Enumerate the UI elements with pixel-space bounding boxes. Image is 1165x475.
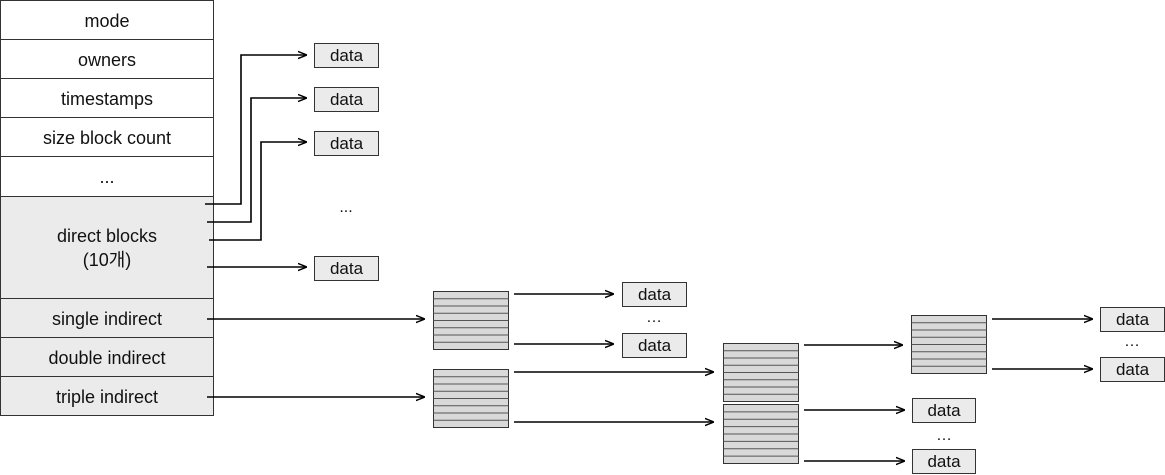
- inode-label-double-indirect: double indirect: [48, 348, 165, 368]
- direct-arrow-3: [209, 142, 306, 241]
- inode-cell-size-block-count: [0, 117, 214, 157]
- inode-label-timestamps: timestamps: [61, 89, 153, 109]
- ellipsis-small: …: [1124, 333, 1140, 350]
- data-block-label: data: [330, 259, 364, 278]
- data-block: [314, 87, 379, 112]
- direct-arrow-2: [207, 98, 306, 223]
- inode-cell-triple-indirect: [0, 376, 214, 416]
- direct-pointer-lines: [205, 55, 306, 267]
- inode-label-direct-blocks-count: (10개): [83, 250, 132, 270]
- direct-ellipsis: ...: [339, 199, 352, 216]
- data-block-label: data: [638, 336, 672, 355]
- inode-cell-direct-blocks: [0, 196, 214, 299]
- data-block-label: data: [330, 46, 364, 65]
- inode-label-ellipsis: ...: [99, 167, 114, 187]
- data-block-label: data: [330, 134, 364, 153]
- direct-data-blocks: data data data ... data: [314, 43, 379, 281]
- data-block-label: data: [927, 452, 961, 471]
- data-block: [622, 333, 687, 358]
- inode-cell-timestamps: [0, 78, 214, 118]
- indirect-data-blocks: data … data data … data data … data: [622, 282, 1165, 474]
- direct-arrow-1: [205, 55, 306, 205]
- index-blocks: [433, 291, 987, 464]
- data-block: [314, 43, 379, 68]
- ellipsis-small: …: [936, 427, 952, 444]
- triple-indirect-index-block: [433, 369, 509, 428]
- data-block-label: data: [927, 401, 961, 420]
- inode-label-owners: owners: [78, 50, 136, 70]
- index-block: [723, 404, 799, 464]
- data-block: [1100, 357, 1165, 382]
- inode-label-mode: mode: [84, 11, 129, 31]
- inode-cell-owners: [0, 39, 214, 79]
- data-block-label: data: [1116, 360, 1150, 379]
- index-block: [723, 343, 799, 402]
- data-block-label: data: [330, 90, 364, 109]
- inode-cell-single-indirect: [0, 298, 214, 338]
- data-block-label: data: [1116, 310, 1150, 329]
- index-block: [911, 315, 987, 374]
- inode-label-size-block-count: size block count: [43, 128, 171, 148]
- data-block: [314, 131, 379, 156]
- ellipsis-small: …: [646, 309, 662, 326]
- inode-label-single-indirect: single indirect: [52, 309, 162, 329]
- data-block: [314, 256, 379, 281]
- data-block-label: data: [638, 285, 672, 304]
- data-block: [912, 449, 976, 474]
- inode-label-triple-indirect: triple indirect: [56, 387, 158, 407]
- data-block: [622, 282, 687, 307]
- inode-cell-mode: [0, 0, 214, 40]
- inode-table: mode owners timestamps size block count …: [0, 0, 214, 416]
- data-block: [912, 398, 976, 423]
- indirect-pointer-lines: [207, 294, 1092, 461]
- inode-label-direct-blocks: direct blocks: [57, 226, 157, 246]
- single-indirect-index-block: [433, 291, 509, 350]
